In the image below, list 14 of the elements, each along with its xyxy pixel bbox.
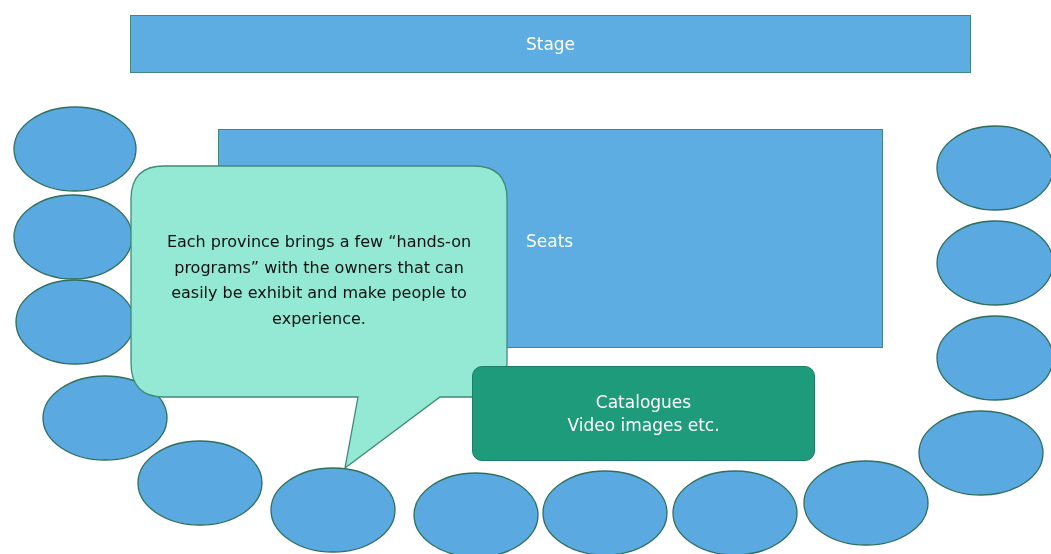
ellipse-shape bbox=[137, 440, 263, 526]
area-label: Stage bbox=[525, 32, 576, 56]
area-label: Video images etc. bbox=[567, 413, 720, 436]
area-label: Seats bbox=[526, 230, 574, 253]
area-label: Catalogues bbox=[595, 391, 692, 414]
ellipse-shape bbox=[918, 410, 1044, 496]
ellipse-shape bbox=[803, 460, 929, 546]
ellipse-shape bbox=[270, 467, 396, 553]
callout-text: Each province brings a few “hands-on programs” with the owners that can easily be exhibit and make people to experience. bbox=[165, 231, 473, 330]
ellipse-shape bbox=[13, 106, 137, 192]
display-box bbox=[472, 366, 815, 461]
stage-area bbox=[130, 15, 971, 73]
ellipse-shape bbox=[42, 375, 168, 461]
ellipse-shape bbox=[13, 194, 133, 280]
